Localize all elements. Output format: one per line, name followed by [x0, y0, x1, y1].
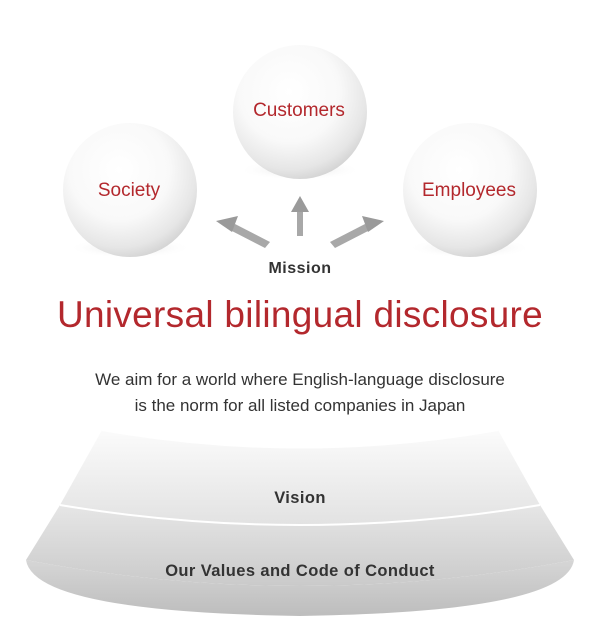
mission-description-line-1: We aim for a world where English-languag…: [95, 370, 505, 389]
customers-label: Customers: [253, 100, 345, 121]
society-sphere: [63, 123, 197, 257]
mission-label: Mission: [268, 260, 332, 277]
mission-description-line-2: is the norm for all listed companies in …: [134, 396, 466, 415]
arrow-to-society: [216, 216, 270, 248]
values-band: [26, 505, 574, 586]
arrow-to-customers: [291, 196, 309, 236]
base-band: [26, 560, 574, 616]
employees-label: Employees: [422, 180, 516, 201]
society-label: Society: [97, 180, 161, 201]
values-label: Our Values and Code of Conduct: [165, 562, 435, 580]
customers-sphere: [233, 45, 367, 179]
arrow-to-employees: [330, 216, 384, 248]
employees-sphere: [403, 123, 537, 257]
vision-label: Vision: [274, 489, 326, 507]
mission-headline: Universal bilingual disclosure: [56, 294, 544, 335]
vision-band: [60, 430, 540, 525]
